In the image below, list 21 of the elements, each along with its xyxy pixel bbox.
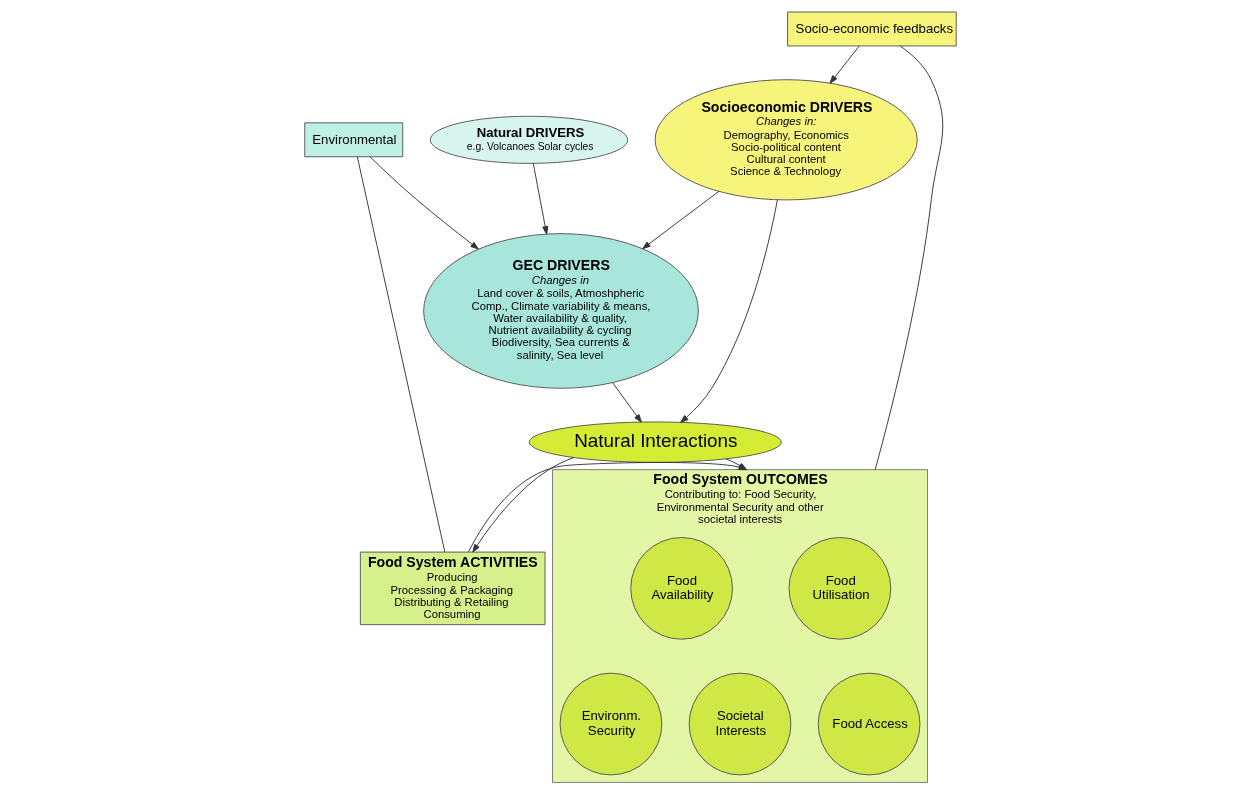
connector [874,45,943,471]
arrow [532,162,548,235]
arrow [829,45,860,84]
arrow [369,156,479,250]
connector [356,156,445,553]
node-ellipse: Natural Interactions [528,421,782,463]
node-ellipse: Natural DRIVERS e.g. Volcanoes Solar cycles [429,115,628,164]
node-ellipse: GEC DRIVERS Changes in Land cover & soils, Atmoshpheric Comp., Climate variability & means, Water availability & quality, Nutrient availability & cycling Biodiversity, Sea currents & salinity, Sea level [422,233,699,389]
node-box: Environmental [303,122,403,158]
node-ellipse: Socioeconomic DRIVERS Changes in: Demography, Economics Socio-political content Cultural content Science & Technology [654,79,918,201]
node-circle: Environm. Security [559,672,662,776]
node-circle: Food Utilisation [788,537,891,640]
arrow [679,199,778,423]
node-box: Socio-economic feedbacks [786,11,957,47]
node-circle: Food Access [817,672,920,776]
arrow [611,382,642,423]
node-box: Food System ACTIVITIES Producing Processing & Packaging Distributing & Retailing Consuming [359,551,545,626]
node-circle: Food Availability [629,537,733,640]
arrow [641,190,719,250]
node-circle: Societal Interests [688,672,791,776]
arrow [471,457,574,553]
